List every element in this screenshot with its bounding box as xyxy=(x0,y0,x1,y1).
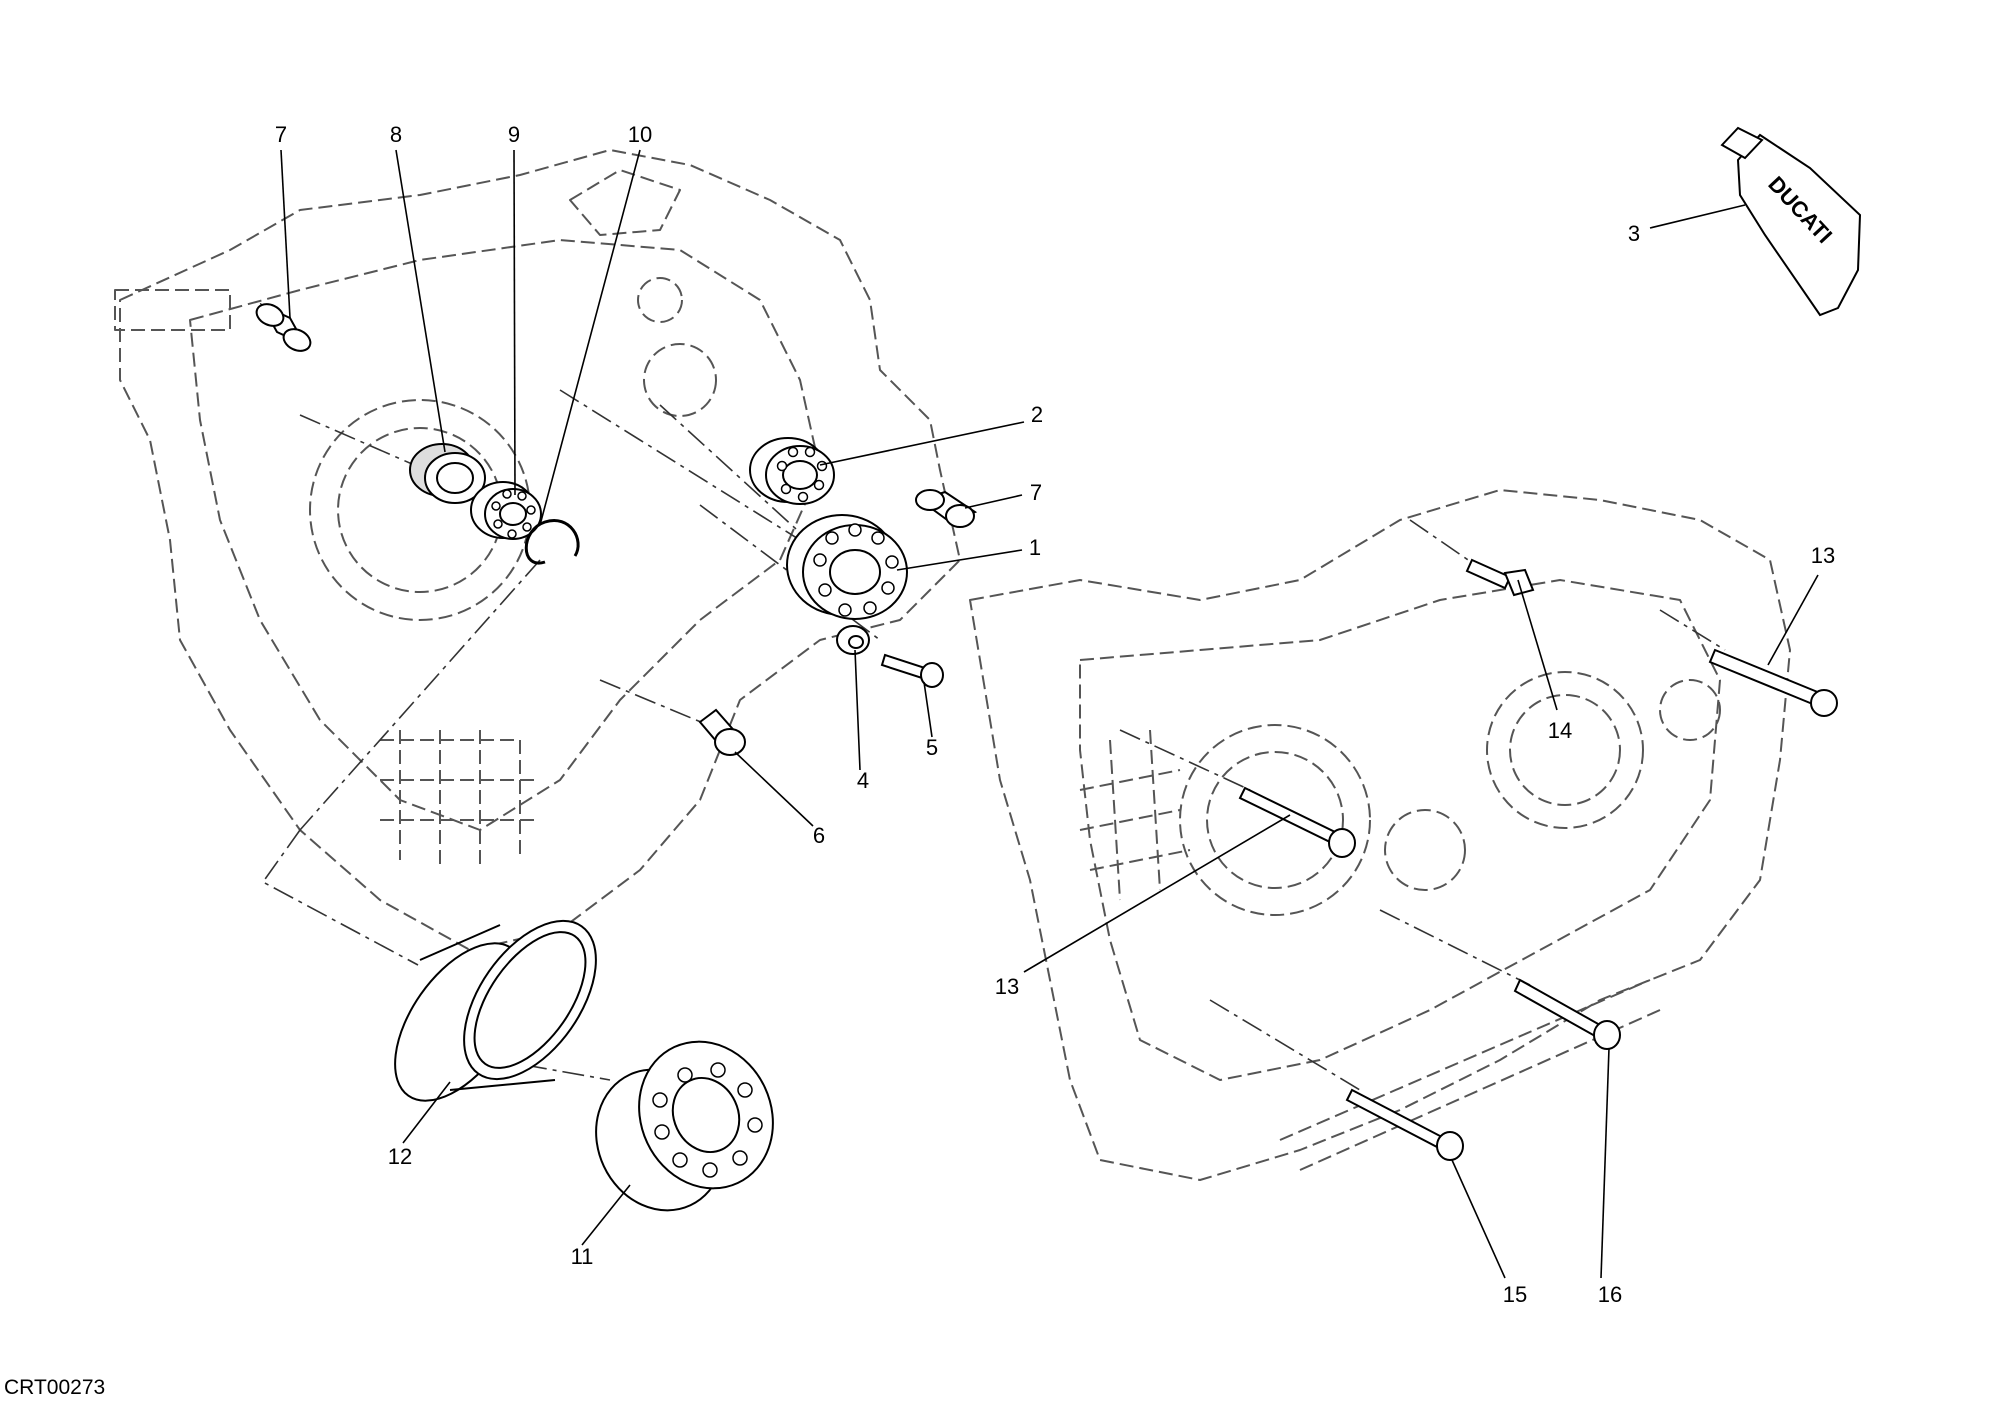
callout-13-mid: 13 xyxy=(994,974,1020,999)
left-dowel-bar xyxy=(114,289,231,331)
oil-seal-8 xyxy=(409,443,486,504)
axis-line-bolt15 xyxy=(1209,999,1361,1091)
leader-13b xyxy=(1023,814,1291,973)
leader-10 xyxy=(539,149,641,526)
left-top-boss xyxy=(569,169,681,236)
leader-14 xyxy=(1517,579,1558,711)
left-port-2 xyxy=(637,277,683,323)
plug-6 xyxy=(698,708,746,756)
leader-16 xyxy=(1600,1047,1610,1279)
callout-1: 1 xyxy=(1028,535,1042,560)
leader-7b xyxy=(964,494,1023,509)
leader-13a xyxy=(1767,574,1819,666)
leader-3 xyxy=(1649,204,1746,229)
callout-7-right: 7 xyxy=(1029,480,1043,505)
callout-5: 5 xyxy=(925,735,939,760)
right-bearing-seat-inner xyxy=(1509,694,1621,806)
left-port-1 xyxy=(643,343,717,417)
screw-5 xyxy=(880,653,944,688)
axis-line-mid xyxy=(559,389,841,566)
axis-line-bolt16 xyxy=(1379,909,1531,986)
bearing-11 xyxy=(595,1040,775,1212)
ducati-sealant-tube: DUCATI xyxy=(1720,126,1862,317)
washer-4 xyxy=(836,625,870,655)
callout-16: 16 xyxy=(1597,1282,1623,1307)
right-bore-outer xyxy=(1179,724,1371,916)
callout-15: 15 xyxy=(1502,1282,1528,1307)
bearing-9 xyxy=(470,481,542,540)
right-crankcase-outline xyxy=(969,489,1791,1181)
leader-8 xyxy=(395,149,446,453)
circlip-10 xyxy=(524,519,580,565)
left-grid xyxy=(380,730,540,870)
callout-10: 10 xyxy=(627,122,653,147)
bolt-15 xyxy=(1345,1088,1464,1161)
callout-9: 9 xyxy=(507,122,521,147)
bolt-13-right xyxy=(1708,648,1838,717)
bolt-13-mid xyxy=(1238,786,1356,858)
axis-line-diag xyxy=(299,559,541,831)
leader-4 xyxy=(854,649,861,771)
leader-5 xyxy=(923,681,933,738)
leader-6 xyxy=(734,751,814,827)
dowel-7-right xyxy=(915,489,978,528)
dowel-7-left xyxy=(255,302,312,352)
callout-13-right: 13 xyxy=(1810,543,1836,568)
callout-7-left: 7 xyxy=(274,122,288,147)
callout-3: 3 xyxy=(1627,221,1641,246)
right-bore-inner xyxy=(1206,751,1344,889)
right-port-2 xyxy=(1659,679,1721,741)
callout-12: 12 xyxy=(387,1144,413,1169)
leader-2 xyxy=(819,421,1025,466)
right-crankcase-inner xyxy=(1079,579,1721,1081)
callout-14: 14 xyxy=(1547,718,1573,743)
callout-8: 8 xyxy=(389,122,403,147)
leader-7a xyxy=(280,149,291,319)
leader-15 xyxy=(1451,1159,1506,1279)
right-bearing-seat-outer xyxy=(1486,671,1644,829)
leader-12 xyxy=(402,1081,451,1144)
axis-line-seal xyxy=(524,1064,611,1081)
callout-4: 4 xyxy=(856,768,870,793)
leader-1 xyxy=(896,549,1023,571)
callout-6: 6 xyxy=(812,823,826,848)
callout-11: 11 xyxy=(570,1244,594,1269)
axis-line-screw6 xyxy=(599,679,721,731)
leader-11 xyxy=(581,1184,631,1246)
leader-9 xyxy=(513,149,516,496)
left-crankcase-outline xyxy=(119,149,961,951)
right-port-1 xyxy=(1384,809,1466,891)
axis-line-bolt13b xyxy=(1119,729,1251,791)
drawing-code: CRT00273 xyxy=(4,1376,106,1399)
callout-2: 2 xyxy=(1030,402,1044,427)
axis-line-elbow xyxy=(261,829,419,966)
axis-line-bolt13 xyxy=(1659,609,1726,651)
bearing-1 xyxy=(786,514,908,620)
bolt-16 xyxy=(1513,978,1621,1050)
right-grid xyxy=(1079,729,1191,901)
bearing-2 xyxy=(749,437,835,505)
bushing-12 xyxy=(394,919,597,1102)
